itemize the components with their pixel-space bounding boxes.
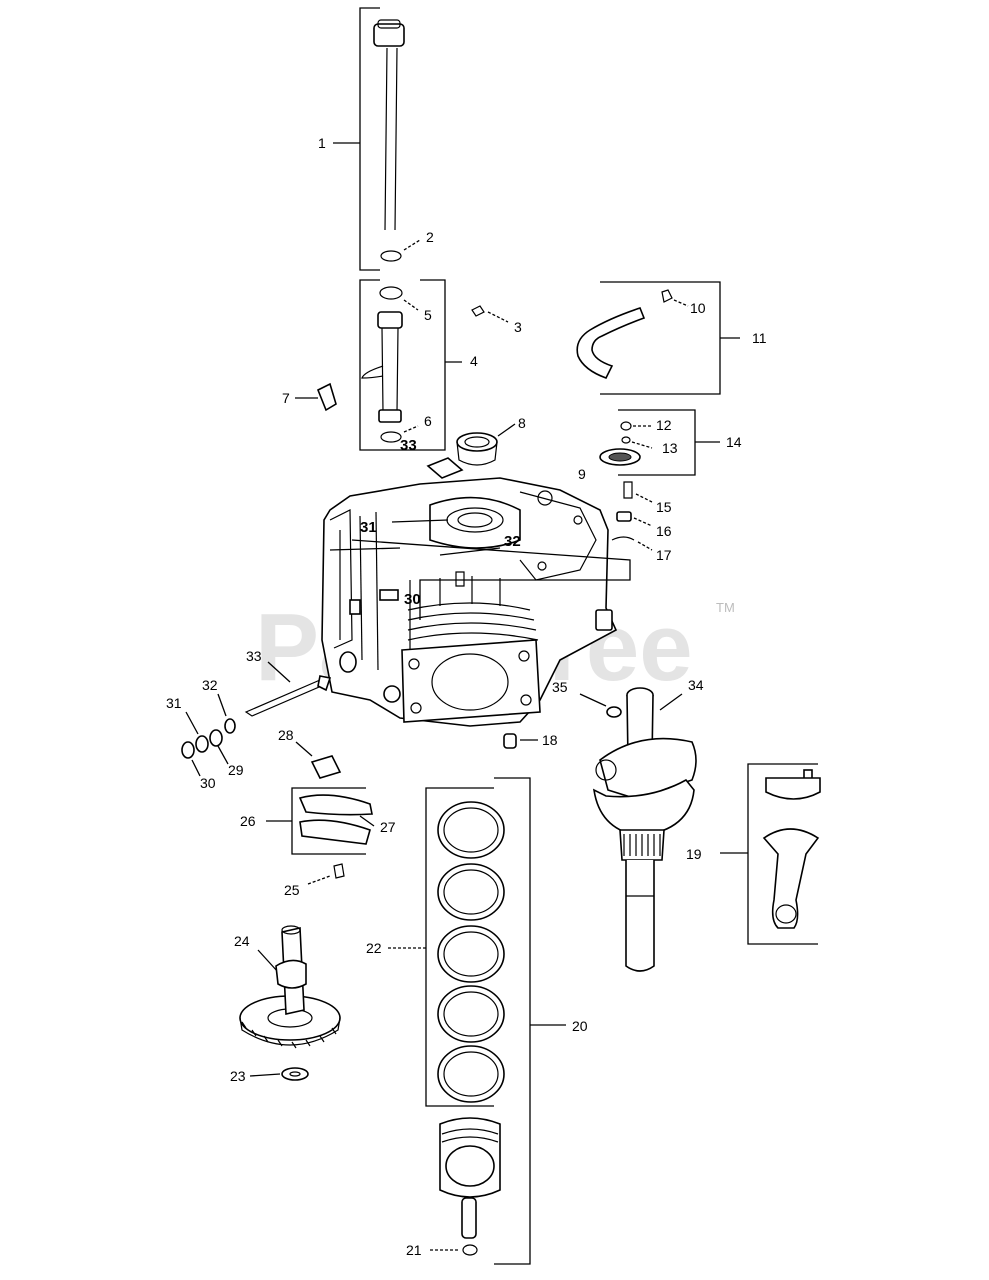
callout-24: 24 <box>234 933 250 949</box>
callout-25: 25 <box>284 882 300 898</box>
block-28 <box>295 741 342 779</box>
inline-label-32: 32 <box>504 533 521 550</box>
callout-34: 34 <box>688 677 704 693</box>
callout-33: 33 <box>246 648 262 664</box>
crankcase <box>321 477 631 727</box>
callout-35: 35 <box>552 679 568 695</box>
fasteners-15-17 <box>611 481 653 551</box>
callout-7: 7 <box>282 390 290 406</box>
callout-1: 1 <box>318 135 326 151</box>
callout-26: 26 <box>240 813 256 829</box>
governor-shaft-33 <box>244 661 332 717</box>
crankshaft-34 <box>592 687 697 972</box>
callout-2: 2 <box>426 229 434 245</box>
washers-29-32 <box>181 693 236 777</box>
breather-cover-group <box>599 409 720 476</box>
breather-hose-group <box>576 281 740 395</box>
oil-seal-8 <box>456 423 516 466</box>
callout-8: 8 <box>518 415 526 431</box>
camshaft-24 <box>239 925 341 1049</box>
callout-13: 13 <box>662 440 678 456</box>
watermark-trademark: TM <box>716 600 735 615</box>
callout-19: 19 <box>686 846 702 862</box>
callout-5: 5 <box>424 307 432 323</box>
callout-9: 9 <box>578 466 586 482</box>
callout-6: 6 <box>424 413 432 429</box>
fill-tube-group <box>359 279 462 451</box>
block-33-upper <box>426 457 464 479</box>
callout-31: 31 <box>166 695 182 711</box>
callout-10: 10 <box>690 300 706 316</box>
inline-label-30: 30 <box>404 591 421 608</box>
callout-18: 18 <box>542 732 558 748</box>
callout-32: 32 <box>202 677 218 693</box>
screw-3 <box>471 305 509 323</box>
callout-22: 22 <box>366 940 382 956</box>
dowel-18 <box>503 733 538 749</box>
callout-27: 27 <box>380 819 396 835</box>
callout-20: 20 <box>572 1018 588 1034</box>
flyweights-group <box>266 787 375 855</box>
dipstick-group <box>333 7 421 271</box>
callout-21: 21 <box>406 1242 422 1258</box>
key-35 <box>579 693 622 718</box>
callout-16: 16 <box>656 523 672 539</box>
callout-4: 4 <box>470 353 478 369</box>
callout-17: 17 <box>656 547 672 563</box>
connecting-rod-group <box>720 763 821 945</box>
piston-group <box>388 777 566 1265</box>
callout-28: 28 <box>278 727 294 743</box>
inline-label-33: 33 <box>400 437 417 454</box>
screw-25 <box>307 863 345 885</box>
bracket-7 <box>295 382 337 412</box>
callout-30: 30 <box>200 775 216 791</box>
callout-29: 29 <box>228 762 244 778</box>
callout-14: 14 <box>726 434 742 450</box>
washer-23 <box>249 1067 309 1081</box>
callout-11: 11 <box>752 330 767 346</box>
callout-3: 3 <box>514 319 522 335</box>
callout-23: 23 <box>230 1068 246 1084</box>
callout-15: 15 <box>656 499 672 515</box>
inline-label-31: 31 <box>360 519 377 536</box>
callout-12: 12 <box>656 417 672 433</box>
